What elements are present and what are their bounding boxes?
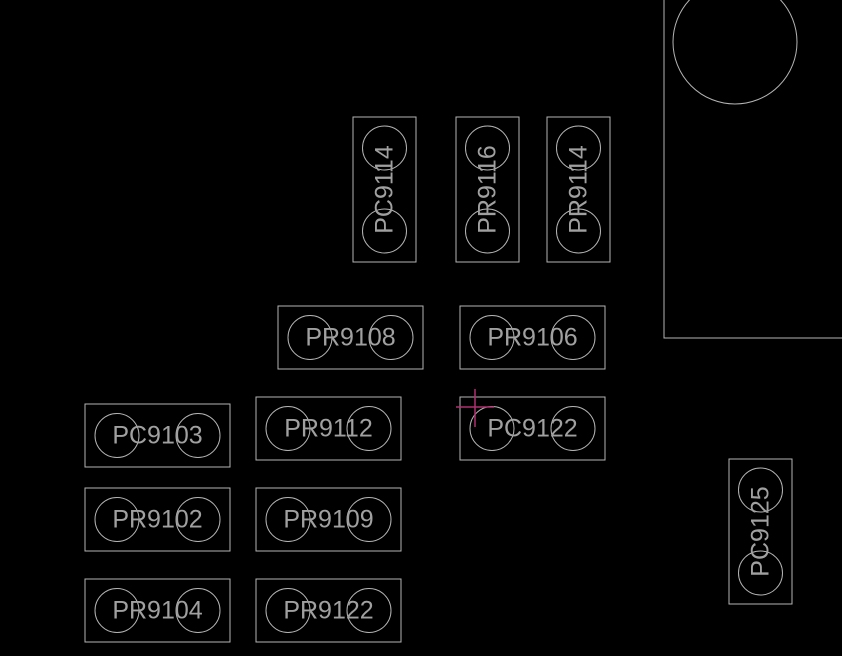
reference-designator: PR9109 bbox=[283, 506, 373, 534]
reference-designator: PC9114 bbox=[371, 145, 399, 234]
reference-designator: PR9102 bbox=[112, 506, 202, 534]
reference-designator: PR9112 bbox=[284, 415, 373, 443]
component-pr9102[interactable]: PR9102 bbox=[84, 487, 231, 552]
component-pr9104[interactable]: PR9104 bbox=[84, 578, 231, 643]
pad-1[interactable] bbox=[469, 315, 515, 360]
pad-2[interactable] bbox=[346, 588, 392, 633]
pad-2[interactable] bbox=[368, 315, 414, 360]
pad-2[interactable] bbox=[175, 588, 221, 633]
component-outline bbox=[546, 116, 611, 263]
component-outline bbox=[459, 396, 606, 461]
component-outline bbox=[255, 487, 402, 552]
pad-2[interactable] bbox=[550, 406, 596, 451]
pad-1[interactable] bbox=[738, 467, 783, 513]
component-outline bbox=[352, 116, 417, 263]
reference-designator: PC9125 bbox=[747, 486, 775, 576]
mounting-hole bbox=[672, 0, 798, 105]
reference-designator: PR9122 bbox=[283, 597, 373, 625]
large-component-outline[interactable] bbox=[663, 0, 842, 339]
component-pc9122[interactable]: PC9122 bbox=[459, 396, 606, 461]
reference-designator: PR9108 bbox=[305, 324, 395, 352]
pad-2[interactable] bbox=[738, 550, 783, 596]
component-pr9112[interactable]: PR9112 bbox=[255, 396, 402, 461]
component-pr9122[interactable]: PR9122 bbox=[255, 578, 402, 643]
component-outline bbox=[277, 305, 424, 370]
pad-1[interactable] bbox=[265, 588, 311, 633]
pad-2[interactable] bbox=[362, 208, 407, 254]
reference-designator: PR9116 bbox=[474, 145, 502, 234]
component-pr9106[interactable]: PR9106 bbox=[459, 305, 606, 370]
pad-1[interactable] bbox=[94, 413, 140, 458]
component-pr9114[interactable]: PR9114 bbox=[546, 116, 611, 263]
component-outline bbox=[455, 116, 520, 263]
component-pr9109[interactable]: PR9109 bbox=[255, 487, 402, 552]
reference-designator: PC9122 bbox=[487, 415, 577, 443]
pad-2[interactable] bbox=[465, 208, 510, 254]
component-outline bbox=[255, 578, 402, 643]
pad-1[interactable] bbox=[287, 315, 333, 360]
pad-1[interactable] bbox=[362, 125, 407, 171]
component-outline bbox=[84, 403, 231, 468]
reference-designator: PR9104 bbox=[112, 597, 202, 625]
component-pr9116[interactable]: PR9116 bbox=[455, 116, 520, 263]
pad-1[interactable] bbox=[265, 497, 311, 542]
component-outline bbox=[84, 487, 231, 552]
pad-1[interactable] bbox=[94, 497, 140, 542]
reference-designator: PR9106 bbox=[487, 324, 577, 352]
component-pc9103[interactable]: PC9103 bbox=[84, 403, 231, 468]
component-pc9125[interactable]: PC9125 bbox=[728, 458, 793, 605]
pad-1[interactable] bbox=[465, 125, 510, 171]
large-component-body bbox=[663, 0, 842, 339]
reference-designator: PR9114 bbox=[565, 145, 593, 234]
pad-1[interactable] bbox=[94, 588, 140, 633]
pad-2[interactable] bbox=[175, 497, 221, 542]
pad-2[interactable] bbox=[346, 497, 392, 542]
component-outline bbox=[459, 305, 606, 370]
pad-1[interactable] bbox=[556, 125, 601, 171]
pad-1[interactable] bbox=[265, 406, 311, 451]
component-outline bbox=[255, 396, 402, 461]
pad-2[interactable] bbox=[175, 413, 221, 458]
crosshair-cursor-icon bbox=[456, 389, 494, 427]
component-pc9114[interactable]: PC9114 bbox=[352, 116, 417, 263]
reference-designator: PC9103 bbox=[112, 422, 202, 450]
pad-2[interactable] bbox=[550, 315, 596, 360]
pad-2[interactable] bbox=[346, 406, 392, 451]
component-outline bbox=[84, 578, 231, 643]
pad-2[interactable] bbox=[556, 208, 601, 254]
component-pr9108[interactable]: PR9108 bbox=[277, 305, 424, 370]
component-outline bbox=[728, 458, 793, 605]
